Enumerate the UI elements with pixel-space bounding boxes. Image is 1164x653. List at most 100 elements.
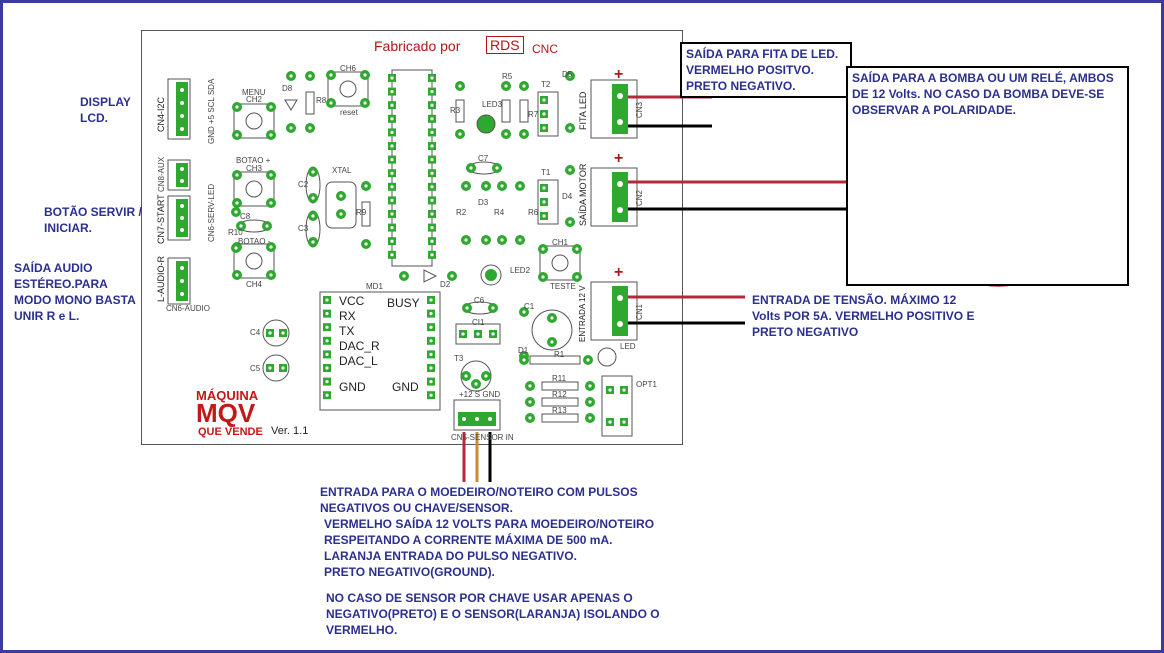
cn8-connector <box>167 159 191 191</box>
ic-pad <box>428 155 436 164</box>
label-c5: C5 <box>250 364 261 373</box>
ic-pad <box>388 142 396 150</box>
label-c4: C4 <box>250 328 261 337</box>
ic-socket <box>388 69 436 267</box>
label-r11: R11 <box>552 374 567 383</box>
ic-pad <box>428 196 436 205</box>
label-led3: LED3 <box>482 100 503 109</box>
label-c7: C7 <box>478 154 489 163</box>
label-led2: LED2 <box>510 266 531 275</box>
label-ch2: CH2 <box>246 95 263 104</box>
label-r10: R10 <box>228 228 243 237</box>
label-cn3: CN3 <box>635 101 644 118</box>
label-r4: R4 <box>494 208 505 217</box>
label-r2: R2 <box>456 208 467 217</box>
module-pad <box>323 323 331 332</box>
note-sensor-chave: NO CASO DE SENSOR POR CHAVE USAR APENAS … <box>326 591 660 637</box>
button-plus <box>232 170 276 208</box>
module-pad <box>323 364 331 372</box>
ic-pad <box>428 182 436 191</box>
note-moedeiro: ENTRADA PARA O MOEDEIRO/NOTEIRO COM PULS… <box>320 485 655 579</box>
label-ci1: CI1 <box>472 318 485 327</box>
button-menu <box>232 102 276 140</box>
mp3-module <box>319 291 441 411</box>
button-teste <box>538 244 582 282</box>
ic-pad <box>388 114 396 123</box>
label-r6: R6 <box>528 208 539 217</box>
module-name: MD1 <box>366 282 383 291</box>
ic-pad <box>428 74 436 82</box>
label-led: LED <box>620 342 636 351</box>
pcb-brand-box: RDS <box>486 36 524 54</box>
ic-pad <box>388 169 396 178</box>
label-cn2: CN2 <box>635 189 644 206</box>
label-cn1: CN1 <box>635 303 644 320</box>
module-pad <box>427 391 435 400</box>
label-t1: T1 <box>541 168 551 177</box>
label-cn4-pins: GND +5 SCL SDA <box>207 78 216 144</box>
module-pad <box>323 309 331 318</box>
module-pin-gnd-right: GND <box>392 380 419 394</box>
ic-pad <box>388 223 396 232</box>
ic-pad <box>388 74 396 82</box>
label-servir-led: CN6-SERV-LED <box>207 183 216 242</box>
label-reset: reset <box>340 108 358 117</box>
label-cn5: CN5-SENSOR IN <box>451 433 514 442</box>
module-pad <box>427 296 435 304</box>
label-d4: D4 <box>562 192 573 201</box>
pcb-brand-suffix: CNC <box>532 42 558 56</box>
label-botao-minus: BOTAO - <box>238 237 271 246</box>
label-d2: D2 <box>440 280 451 289</box>
button-reset <box>326 70 370 108</box>
label-saida-motor: SAÍDA MOTOR <box>578 163 588 226</box>
ic-pad <box>388 182 396 191</box>
label-d3: D3 <box>478 198 489 207</box>
logo-top: MÁQUINA <box>196 388 259 403</box>
ic-pad <box>428 128 436 137</box>
module-pin-busy: BUSY <box>387 296 420 310</box>
module-pad <box>427 364 435 372</box>
module-pin-gnd-left: GND <box>339 380 366 394</box>
label-l-audio: L-AUDIO-R <box>156 255 166 302</box>
ic-pad <box>388 101 396 110</box>
label-d5: D5 <box>562 70 573 79</box>
ic-pad <box>388 237 396 246</box>
cn7-connector <box>167 195 191 241</box>
label-d8: D8 <box>282 84 293 93</box>
label-r3: R3 <box>450 106 461 115</box>
cn4-connector <box>167 78 191 140</box>
ic-pad <box>428 250 436 259</box>
logo-main: MQV <box>196 398 256 428</box>
module-pin-vcc: VCC <box>339 294 365 308</box>
label-teste: TESTE <box>550 282 576 291</box>
label-c6: C6 <box>474 296 485 305</box>
module-pad <box>323 296 331 304</box>
label-t2: T2 <box>541 80 551 89</box>
ic-pad <box>388 128 396 137</box>
ic-pad <box>428 101 436 110</box>
label-ch1: CH1 <box>552 238 569 247</box>
ic-pad <box>388 87 396 96</box>
module-pin-tx: TX <box>339 324 355 338</box>
module-pad <box>323 391 331 400</box>
label-fita-led: FITA LED <box>578 91 588 130</box>
label-opt1: OPT1 <box>636 380 657 389</box>
ic-pad <box>388 155 396 164</box>
module-pin-rx: RX <box>339 309 356 323</box>
label-entrada-12v: ENTRADA 12 V <box>578 285 587 342</box>
label-ch4: CH4 <box>246 280 263 289</box>
label-cn4: CN4-I2C <box>156 96 166 132</box>
ic-pad <box>428 87 436 96</box>
ic-pad <box>428 142 436 150</box>
note-fita-led: SAÍDA PARA FITA DE LED.VERMELHO POSITVO.… <box>680 42 852 98</box>
plus-power: + <box>614 264 624 281</box>
module-pad <box>323 377 331 386</box>
label-sensor-pins: +12 S GND <box>459 390 501 399</box>
module-pin-dac-l: DAC_L <box>339 354 378 368</box>
ic-pad <box>388 210 396 218</box>
logo-bottom: QUE VENDE <box>198 426 263 438</box>
